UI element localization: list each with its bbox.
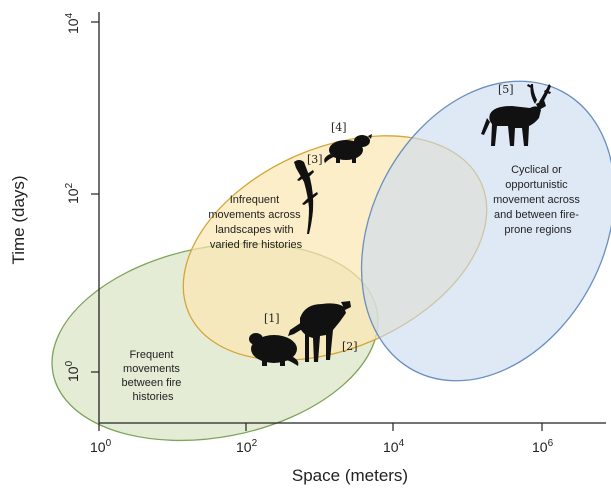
ref-label-4: [4] [331,121,347,134]
ref-label-1: [1] [264,312,280,325]
x-axis-title: Space (meters) [292,466,408,485]
x-tick-label-1: 100 [90,438,112,455]
ref-label-3: [3] [307,153,323,166]
ref-label-5: [5] [498,83,514,96]
x-tick-label-3: 104 [383,438,405,455]
y-tick-label-3: 104 [64,12,81,34]
ref-label-2: [2] [342,340,358,353]
x-tick-label-2: 102 [236,438,258,455]
x-tick-label-4: 106 [532,438,554,455]
y-axis-title: Time (days) [9,175,28,264]
y-tick-label-2: 102 [64,182,81,204]
